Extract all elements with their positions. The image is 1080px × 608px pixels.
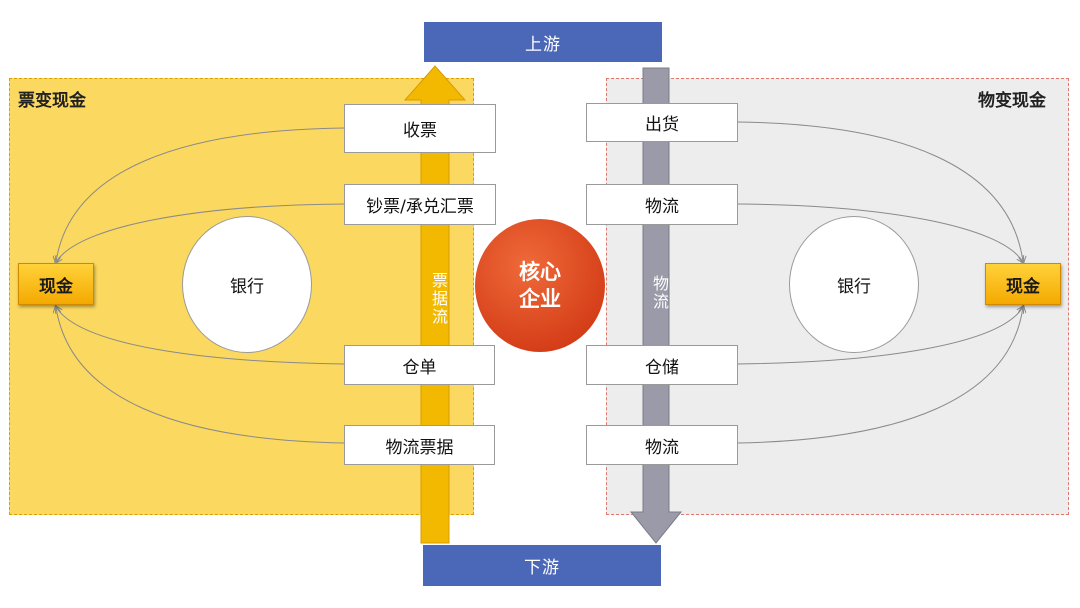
curve-shoupiao-to-cash [56, 127, 345, 262]
logistics-flow-label: 物流 [650, 275, 669, 311]
right-region-title: 物变现金 [978, 91, 1046, 111]
left-item-wuliupiaoju: 物流票据 [344, 425, 495, 465]
curve-wuliupiaoju-to-cash [56, 307, 345, 444]
left-bank-circle: 银行 [182, 216, 312, 353]
curve-cangdan-to-cash [56, 307, 345, 365]
right-item-wuliu-2: 物流 [586, 425, 738, 465]
upstream-bar: 上游 [424, 22, 662, 62]
curve-wuliu1-to-cash [737, 203, 1023, 262]
left-region-title: 票变现金 [18, 91, 86, 111]
right-item-cangchu: 仓储 [586, 345, 738, 385]
downstream-bar: 下游 [423, 545, 661, 586]
core-line-1: 核心 [519, 260, 561, 285]
curve-wuliu2-to-cash [737, 307, 1023, 444]
curve-cangchu-to-cash [737, 307, 1023, 365]
right-bank-circle: 银行 [789, 216, 919, 353]
core-enterprise-circle: 核心 企业 [475, 219, 605, 352]
right-item-chuhuo: 出货 [586, 103, 738, 142]
curve-chuhuo-to-cash [737, 121, 1023, 262]
left-cash-box: 现金 [18, 263, 94, 305]
right-item-wuliu-1: 物流 [586, 184, 738, 225]
bill-flow-arrow [403, 65, 467, 544]
core-line-2: 企业 [519, 286, 561, 311]
left-item-chaopiao: 钞票/承兑汇票 [344, 184, 496, 225]
right-cash-box: 现金 [985, 263, 1061, 305]
left-item-cangdan: 仓单 [344, 345, 495, 385]
curve-chaopiao-to-cash [56, 203, 345, 262]
bill-flow-label: 票据流 [429, 272, 448, 326]
left-item-shoupiao: 收票 [344, 104, 496, 153]
